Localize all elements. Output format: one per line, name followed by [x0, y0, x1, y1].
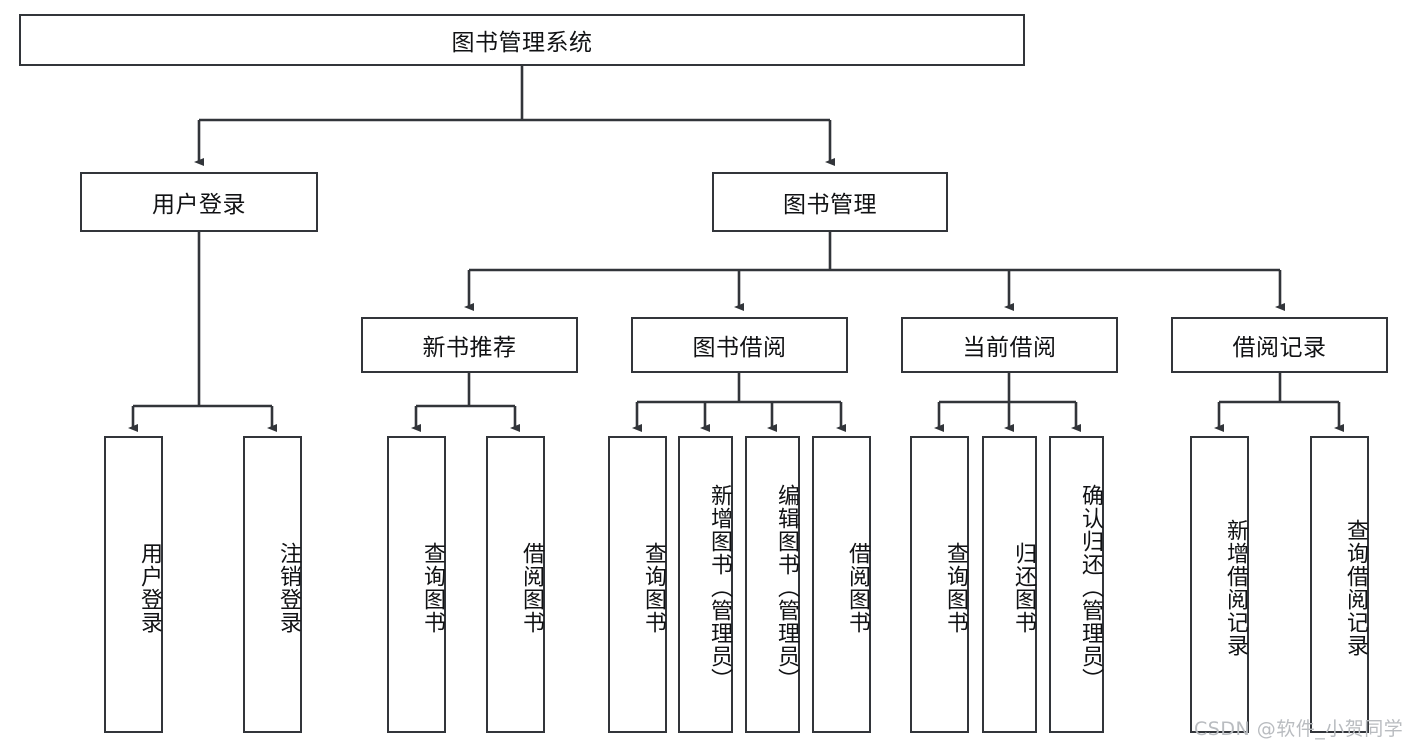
- node-current-borrow-label: 当前借阅: [962, 335, 1057, 361]
- new-book-recommend-to-leaves-connector: [411, 373, 520, 432]
- watermark-text: CSDN @软件_小贺同学: [1194, 718, 1404, 740]
- node-leaf-borrow-book-2-label: 借阅图书: [845, 541, 870, 634]
- node-book-manage-label: 图书管理: [783, 192, 877, 218]
- node-leaf-query-borrow-record[interactable]: 查询借阅记录: [1310, 436, 1369, 733]
- node-leaf-borrow-book-1[interactable]: 借阅图书: [486, 436, 545, 733]
- node-leaf-confirm-return-label: 确认归还（管理员）: [1078, 484, 1103, 691]
- book-manage-to-level3-connector: [464, 232, 1285, 311]
- node-leaf-add-borrow-record[interactable]: 新增借阅记录: [1190, 436, 1249, 733]
- current-borrow-to-leaves-connector: [934, 373, 1081, 432]
- node-leaf-add-book-label: 新增图书（管理员）: [707, 484, 732, 691]
- node-leaf-return-book-label: 归还图书: [1011, 541, 1036, 634]
- node-root[interactable]: 图书管理系统: [19, 14, 1025, 66]
- node-leaf-query-borrow-record-label: 查询借阅记录: [1343, 518, 1368, 657]
- node-leaf-edit-book-label: 编辑图书（管理员）: [774, 484, 799, 691]
- node-leaf-query-book-1[interactable]: 查询图书: [387, 436, 446, 733]
- node-leaf-borrow-book-1-label: 借阅图书: [519, 541, 544, 634]
- book-borrow-to-leaves-connector: [632, 373, 846, 432]
- node-book-manage[interactable]: 图书管理: [712, 172, 948, 232]
- node-root-label: 图书管理系统: [451, 30, 593, 56]
- borrow-record-to-leaves-connector: [1214, 373, 1344, 432]
- user-login-to-leaves-connector: [128, 232, 277, 432]
- node-leaf-user-logout[interactable]: 注销登录: [243, 436, 302, 733]
- root-to-level2-connector: [194, 66, 835, 166]
- node-leaf-edit-book[interactable]: 编辑图书（管理员）: [745, 436, 800, 733]
- node-leaf-query-book-1-label: 查询图书: [420, 541, 445, 634]
- node-leaf-query-book-3[interactable]: 查询图书: [910, 436, 969, 733]
- node-leaf-return-book[interactable]: 归还图书: [982, 436, 1037, 733]
- node-current-borrow[interactable]: 当前借阅: [901, 317, 1118, 373]
- node-leaf-user-login-label: 用户登录: [137, 541, 162, 634]
- node-leaf-borrow-book-2[interactable]: 借阅图书: [812, 436, 871, 733]
- node-new-book-recommend-label: 新书推荐: [422, 335, 517, 361]
- node-book-borrow-label: 图书借阅: [692, 335, 787, 361]
- node-new-book-recommend[interactable]: 新书推荐: [361, 317, 578, 373]
- node-borrow-record[interactable]: 借阅记录: [1171, 317, 1388, 373]
- node-leaf-user-login[interactable]: 用户登录: [104, 436, 163, 733]
- node-borrow-record-label: 借阅记录: [1232, 335, 1327, 361]
- node-leaf-add-book[interactable]: 新增图书（管理员）: [678, 436, 733, 733]
- node-book-borrow[interactable]: 图书借阅: [631, 317, 848, 373]
- node-user-login-label: 用户登录: [152, 192, 246, 218]
- node-leaf-add-borrow-record-label: 新增借阅记录: [1223, 518, 1248, 657]
- node-user-login[interactable]: 用户登录: [80, 172, 318, 232]
- node-leaf-confirm-return[interactable]: 确认归还（管理员）: [1049, 436, 1104, 733]
- node-leaf-query-book-3-label: 查询图书: [943, 541, 968, 634]
- node-leaf-query-book-2-label: 查询图书: [641, 541, 666, 634]
- node-leaf-user-logout-label: 注销登录: [276, 541, 301, 634]
- node-leaf-query-book-2[interactable]: 查询图书: [608, 436, 667, 733]
